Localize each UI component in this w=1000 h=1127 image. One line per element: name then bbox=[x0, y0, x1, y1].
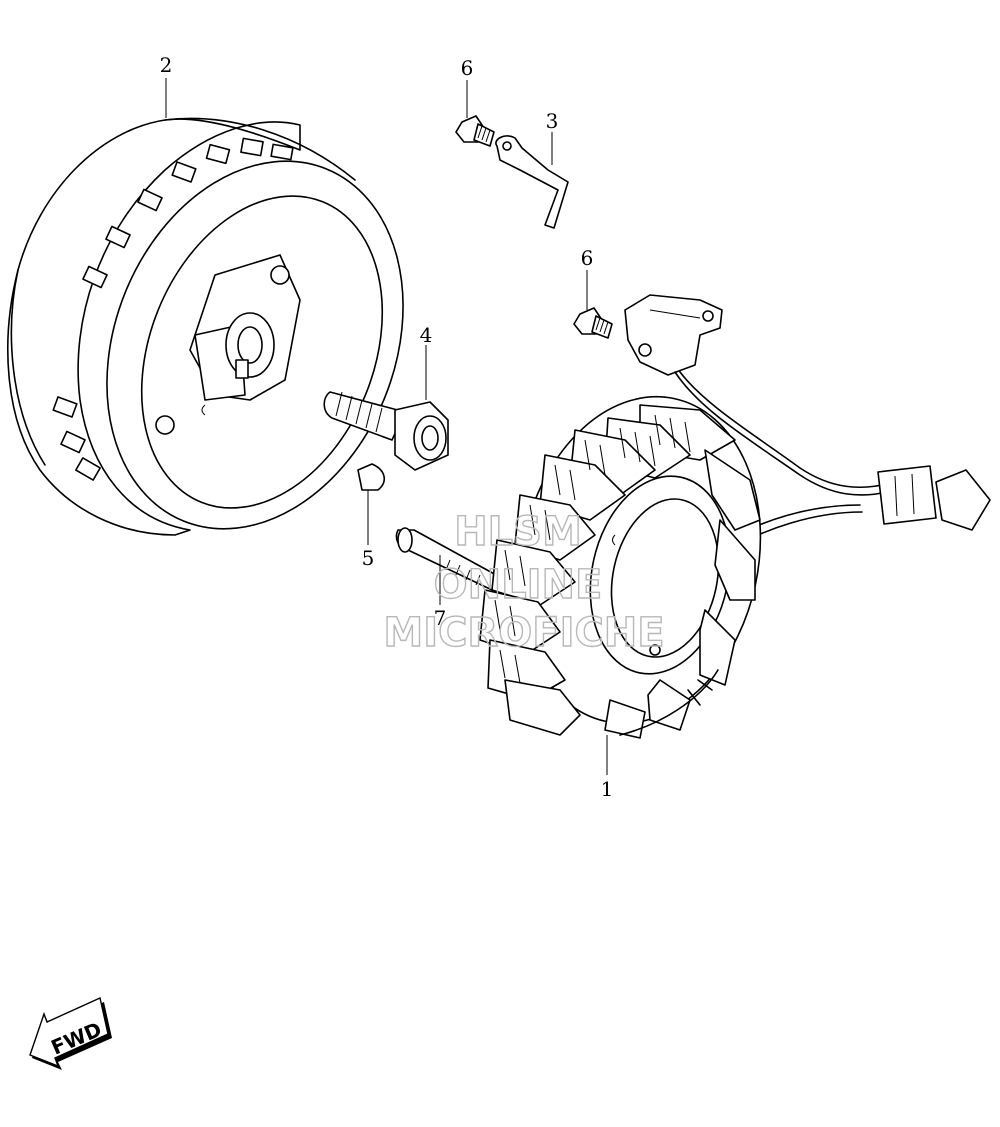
callout-part-4: 4 bbox=[420, 323, 433, 347]
pickup-coil bbox=[624, 294, 723, 376]
woodruff-key bbox=[357, 463, 385, 491]
harness-connector bbox=[877, 465, 991, 531]
callout-part-7: 7 bbox=[434, 606, 447, 630]
screw-upper bbox=[455, 115, 495, 147]
stator-assembly bbox=[479, 294, 991, 739]
watermark-line-3: MICROFICHE bbox=[383, 610, 664, 656]
stator-poles bbox=[479, 404, 761, 739]
watermark-line-1: HLSM bbox=[454, 509, 582, 555]
fwd-arrow: FWD bbox=[29, 997, 112, 1070]
callout-numbers: 1 2 3 4 5 6 6 7 bbox=[160, 53, 614, 801]
watermark: HLSM ONLINE MICROFICHE bbox=[383, 508, 666, 656]
callout-part-6-upper: 6 bbox=[461, 56, 474, 80]
wire-clamp-bracket bbox=[495, 135, 569, 229]
callout-part-2: 2 bbox=[160, 53, 173, 77]
screw-lower bbox=[573, 307, 613, 339]
callout-part-5: 5 bbox=[362, 546, 375, 570]
callout-leaders bbox=[165, 78, 608, 775]
stator-bolt bbox=[395, 527, 499, 591]
callout-part-1: 1 bbox=[601, 777, 614, 801]
rotor-slots bbox=[52, 137, 294, 481]
flywheel-rotor bbox=[7, 117, 404, 536]
callout-part-6-lower: 6 bbox=[581, 246, 594, 270]
callout-part-3: 3 bbox=[546, 109, 559, 133]
watermark-line-2: ONLINE bbox=[434, 562, 603, 608]
rotor-bolt bbox=[323, 391, 449, 471]
